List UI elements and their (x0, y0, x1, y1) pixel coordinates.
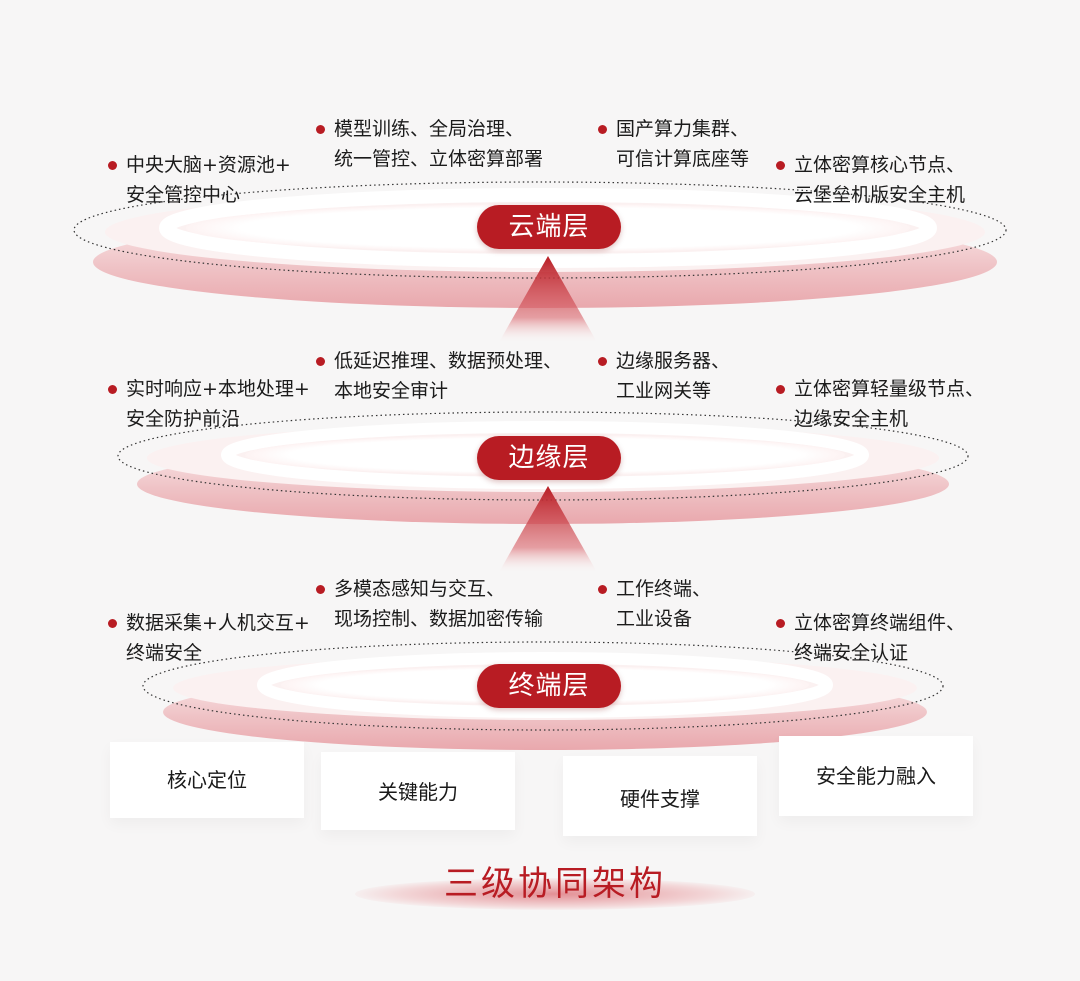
column-card-hardware: 硬件支撑 (563, 756, 757, 836)
terminal-note-hardware: 工作终端、 工业设备 (598, 574, 711, 634)
bullet-dot (776, 619, 785, 628)
bullet-dot (316, 125, 325, 134)
note-line: 工作终端、 (616, 578, 712, 600)
tier-badge-edge: 边缘层 (477, 436, 621, 480)
note-line: 中央大脑+资源池+ (126, 154, 291, 176)
cloud-note-hardware: 国产算力集群、 可信计算底座等 (598, 114, 749, 174)
terminal-note-security: 立体密算终端组件、 终端安全认证 (776, 608, 965, 668)
note-line: 统一管控、立体密算部署 (334, 148, 544, 170)
note-line: 多模态感知与交互、 (334, 578, 506, 600)
terminal-note-capabilities: 多模态感知与交互、 现场控制、数据加密传输 (316, 574, 543, 634)
edge-disc-ring (221, 421, 869, 489)
note-line: 工业设备 (616, 608, 693, 630)
bullet-dot (598, 585, 607, 594)
bullet-dot (776, 161, 785, 170)
bullet-dot (316, 357, 325, 366)
edge-note-security: 立体密算轻量级节点、 边缘安全主机 (776, 374, 984, 434)
bullet-dot (316, 585, 325, 594)
note-line: 实时响应+本地处理+ (126, 378, 310, 400)
note-line: 边缘服务器、 (616, 350, 731, 372)
note-line: 安全管控中心 (126, 184, 241, 206)
bullet-dot (108, 385, 117, 394)
note-line: 本地安全审计 (334, 380, 449, 402)
note-line: 终端安全 (126, 642, 203, 664)
bullet-dot (598, 357, 607, 366)
terminal-orbit-dotted (142, 641, 944, 731)
column-card-security: 安全能力融入 (779, 736, 973, 816)
terminal-note-positioning: 数据采集+人机交互+ 终端安全 (108, 608, 310, 668)
note-line: 模型训练、全局治理、 (334, 118, 525, 140)
tier-badge-terminal: 终端层 (477, 664, 621, 708)
title-glow (355, 878, 755, 910)
edge-note-positioning: 实时响应+本地处理+ 安全防护前沿 (108, 374, 310, 434)
note-line: 立体密算轻量级节点、 (794, 378, 985, 400)
note-line: 安全防护前沿 (126, 408, 241, 430)
edge-note-hardware: 边缘服务器、 工业网关等 (598, 346, 730, 406)
column-card-positioning: 核心定位 (110, 742, 304, 818)
diagram-title: 三级协同架构 (444, 864, 666, 904)
note-line: 数据采集+人机交互+ (126, 612, 310, 634)
bullet-dot (776, 385, 785, 394)
note-line: 国产算力集群、 (616, 118, 750, 140)
edge-note-capabilities: 低延迟推理、数据预处理、 本地安全审计 (316, 346, 562, 406)
note-line: 立体密算终端组件、 (794, 612, 966, 634)
note-line: 工业网关等 (616, 380, 712, 402)
bullet-dot (108, 161, 117, 170)
note-line: 立体密算核心节点、 (794, 154, 966, 176)
note-line: 终端安全认证 (794, 642, 909, 664)
terminal-disc-ring (257, 652, 833, 718)
bullet-dot (108, 619, 117, 628)
tier-badge-cloud: 云端层 (477, 205, 621, 249)
arrow-edge-to-cloud (498, 256, 598, 344)
arrow-terminal-to-edge (498, 486, 598, 574)
note-line: 云堡垒机版安全主机 (794, 184, 966, 206)
note-line: 边缘安全主机 (794, 408, 909, 430)
cloud-note-capabilities: 模型训练、全局治理、 统一管控、立体密算部署 (316, 114, 543, 174)
note-line: 现场控制、数据加密传输 (334, 608, 544, 630)
note-line: 低延迟推理、数据预处理、 (334, 350, 563, 372)
bullet-dot (598, 125, 607, 134)
cloud-note-positioning: 中央大脑+资源池+ 安全管控中心 (108, 150, 291, 210)
note-line: 可信计算底座等 (616, 148, 750, 170)
column-card-capabilities: 关键能力 (321, 752, 515, 830)
diagram-title-block: 三级协同架构 (355, 858, 755, 910)
cloud-note-security: 立体密算核心节点、 云堡垒机版安全主机 (776, 150, 965, 210)
